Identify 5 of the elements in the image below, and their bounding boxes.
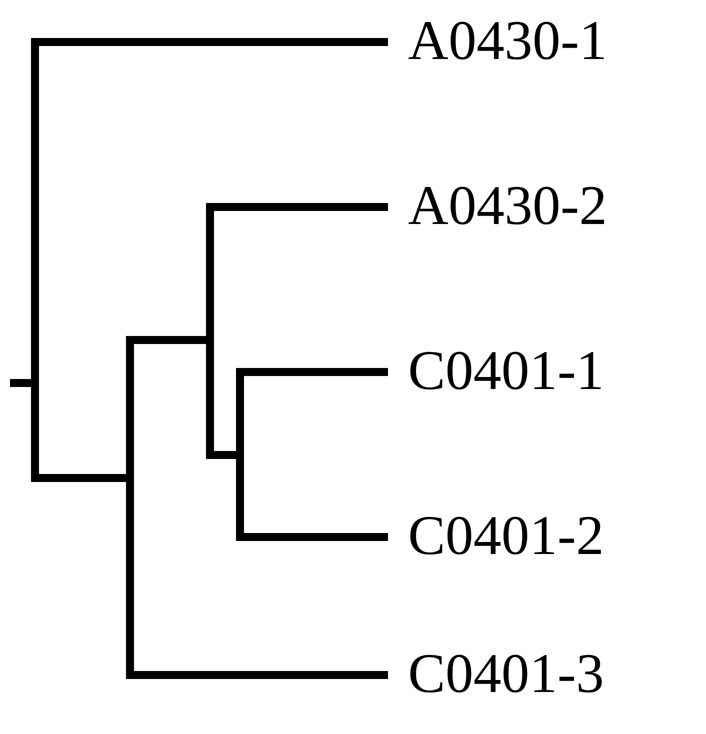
leaf-label: C0401-3: [408, 643, 604, 705]
leaf-label: C0401-1: [408, 340, 604, 402]
leaf-label: C0401-2: [408, 505, 604, 567]
leaf-label: A0430-2: [408, 175, 608, 237]
leaf-label: A0430-1: [408, 10, 608, 72]
